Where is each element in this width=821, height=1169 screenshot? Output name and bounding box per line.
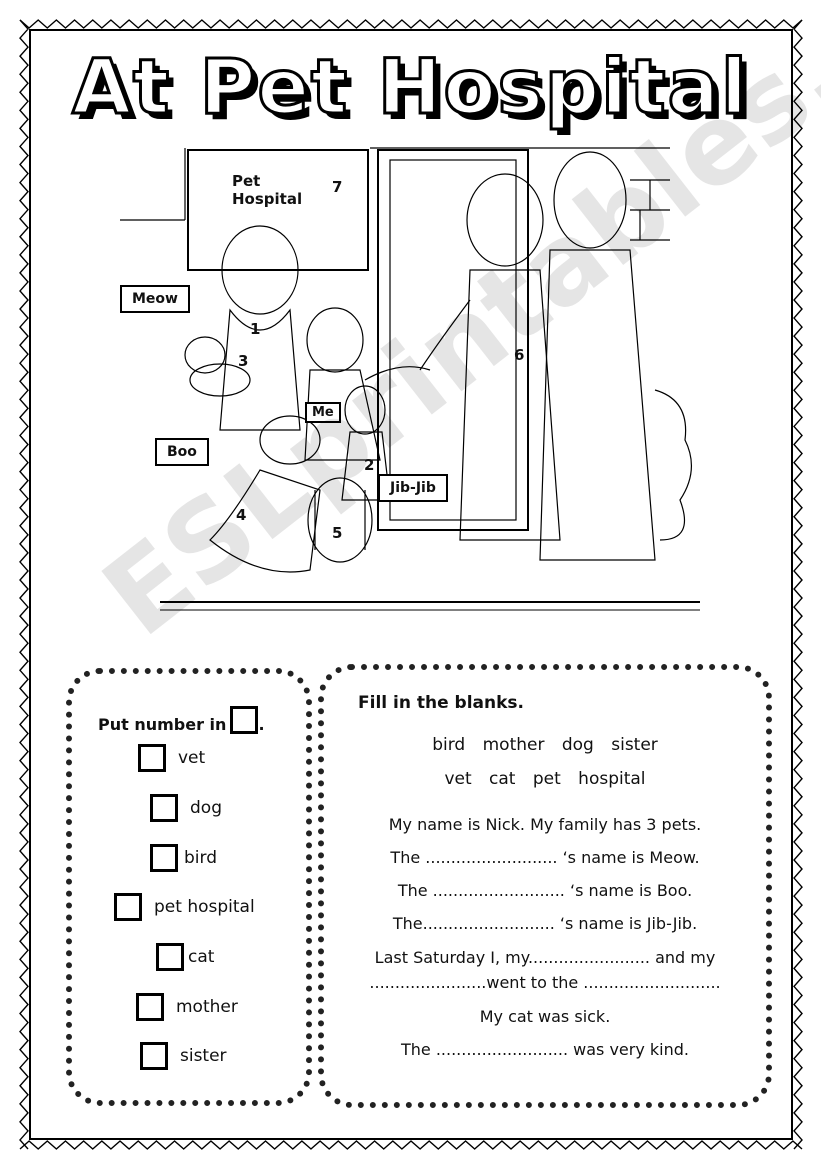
number-label: 4 [236, 506, 247, 524]
match-item-label: bird [184, 848, 217, 868]
match-item[interactable]: vet [138, 744, 205, 772]
sentence[interactable]: The .......................... ‘s name i… [397, 881, 693, 900]
match-item[interactable]: cat [156, 943, 214, 971]
matching-heading-text: Put number in [98, 715, 227, 734]
match-item[interactable]: sister [140, 1042, 227, 1070]
zigzag-border [19, 19, 803, 1150]
number-label: 2 [364, 456, 375, 474]
sentence[interactable]: The .......................... was very … [400, 1040, 689, 1059]
page-title: At Pet Hospital [71, 41, 749, 133]
label-me: Me [305, 402, 341, 423]
sentence[interactable]: Last Saturday I, my.....................… [374, 948, 716, 967]
matching-heading: Put number in. [98, 706, 265, 734]
number-box[interactable] [156, 943, 184, 971]
speech-bubble-jibjib: Jib-Jib [378, 474, 448, 502]
word-bank-line-1: bird mother dog sister [432, 735, 658, 755]
match-item-label: pet hospital [154, 897, 255, 917]
example-box [230, 706, 259, 734]
number-label: 5 [332, 524, 343, 542]
sentence: My cat was sick. [479, 1007, 611, 1026]
number-label: 7 [332, 178, 343, 196]
number-box[interactable] [140, 1042, 168, 1070]
sign-text: Pet Hospital [232, 172, 302, 208]
match-item-label: cat [188, 947, 215, 967]
match-item[interactable]: mother [136, 993, 238, 1021]
sentence[interactable]: The.......................... ‘s name is… [392, 914, 698, 933]
number-label: 3 [238, 352, 249, 370]
match-item[interactable]: dog [150, 794, 222, 822]
number-box[interactable] [136, 993, 164, 1021]
pet-hospital-illustration: Pet Hospital Meow Boo Jib-Jib Me 1 2 3 4… [110, 140, 710, 620]
number-box[interactable] [138, 744, 166, 772]
number-label: 6 [514, 346, 525, 364]
match-item-label: sister [180, 1046, 227, 1066]
number-label: 1 [250, 320, 261, 338]
speech-bubble-boo: Boo [155, 438, 209, 466]
match-item[interactable]: pet hospital [114, 893, 255, 921]
fill-blanks-heading: Fill in the blanks. [358, 693, 524, 713]
number-box[interactable] [150, 794, 178, 822]
scene-drawing [120, 147, 700, 611]
sign-line-2: Hospital [232, 190, 303, 208]
number-box[interactable] [150, 844, 178, 872]
sentence: My name is Nick. My family has 3 pets. [388, 815, 702, 834]
speech-bubble-meow: Meow [120, 285, 190, 313]
match-item-label: vet [178, 748, 206, 768]
match-item[interactable]: bird [150, 844, 217, 872]
sign-line-1: Pet [232, 172, 261, 190]
sentence[interactable]: .......................went to the .....… [369, 973, 721, 992]
fill-blanks-panel [318, 664, 772, 1108]
match-item-label: mother [176, 997, 238, 1017]
match-item-label: dog [190, 798, 222, 818]
word-bank-line-2: vet cat pet hospital [444, 769, 646, 789]
matching-panel [66, 668, 312, 1106]
sentence[interactable]: The .......................... ‘s name i… [390, 848, 700, 867]
number-box[interactable] [114, 893, 142, 921]
